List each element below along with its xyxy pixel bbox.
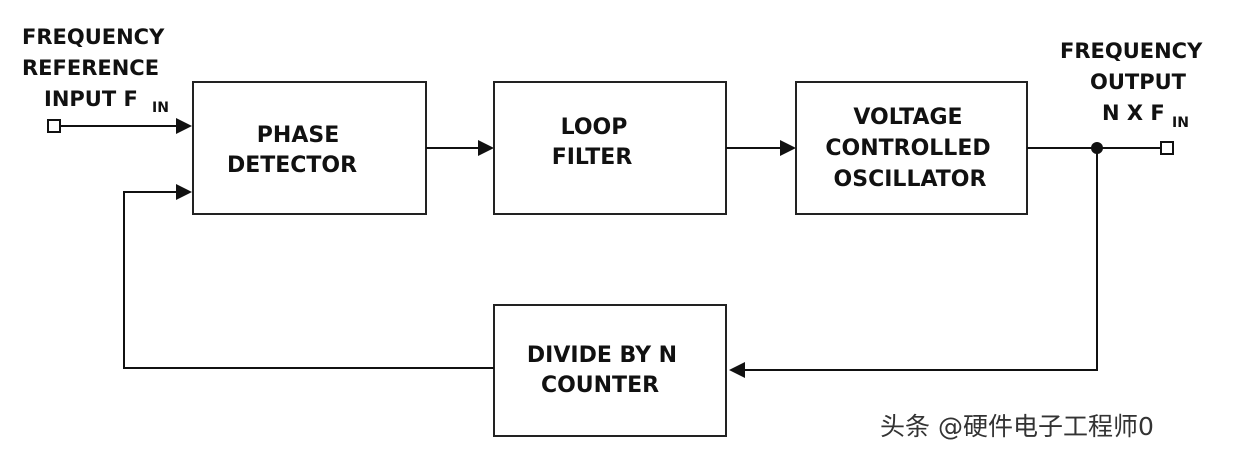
vco-label-line2: CONTROLLED — [825, 136, 990, 161]
loop-filter-box — [493, 81, 727, 215]
output-label-line3: N X F — [1102, 101, 1165, 125]
divider-label-line2: COUNTER — [541, 373, 659, 398]
feedback-arrow-to-divider — [729, 362, 745, 378]
divider-block: DIVIDE BY N COUNTER — [493, 304, 727, 437]
input-label-line1: FREQUENCY — [22, 25, 165, 49]
divider-box — [493, 304, 727, 437]
input-label-line2: REFERENCE — [22, 56, 159, 80]
feedback-arrow-to-pd — [176, 184, 192, 200]
input-label: FREQUENCY REFERENCE INPUT F IN — [22, 25, 169, 116]
output-terminal — [1160, 141, 1174, 155]
output-label-sub: IN — [1172, 115, 1189, 131]
input-label-sub: IN — [152, 100, 169, 116]
input-terminal — [47, 119, 61, 133]
vco-label-line3: OSCILLATOR — [834, 167, 987, 192]
phase-detector-box — [192, 81, 427, 215]
phase-detector-block: PHASE DETECTOR — [192, 81, 427, 215]
pd-to-filter-arrow — [478, 140, 494, 156]
output-label: FREQUENCY OUTPUT N X F IN — [1060, 39, 1203, 131]
watermark: 头条 @硬件电子工程师0 — [880, 412, 1154, 441]
input-label-line3: INPUT F — [44, 87, 138, 111]
loop-filter-label-line1: LOOP — [561, 115, 628, 140]
phase-detector-label-line2: DETECTOR — [227, 153, 357, 178]
divider-label-line1: DIVIDE BY N — [527, 343, 677, 368]
input-arrow — [176, 118, 192, 134]
vco-block: VOLTAGE CONTROLLED OSCILLATOR — [795, 81, 1028, 215]
output-label-line1: FREQUENCY — [1060, 39, 1203, 63]
loop-filter-label-line2: FILTER — [552, 145, 633, 170]
vco-label-line1: VOLTAGE — [853, 105, 962, 130]
output-label-line2: OUTPUT — [1090, 70, 1187, 94]
feedback-wire-to-pd — [123, 191, 494, 369]
vco-box — [795, 81, 1028, 215]
loop-filter-block: LOOP FILTER — [493, 81, 727, 215]
filter-to-vco-arrow — [780, 140, 796, 156]
phase-detector-label-line1: PHASE — [257, 123, 339, 148]
feedback-wire-to-divider — [745, 148, 1098, 371]
